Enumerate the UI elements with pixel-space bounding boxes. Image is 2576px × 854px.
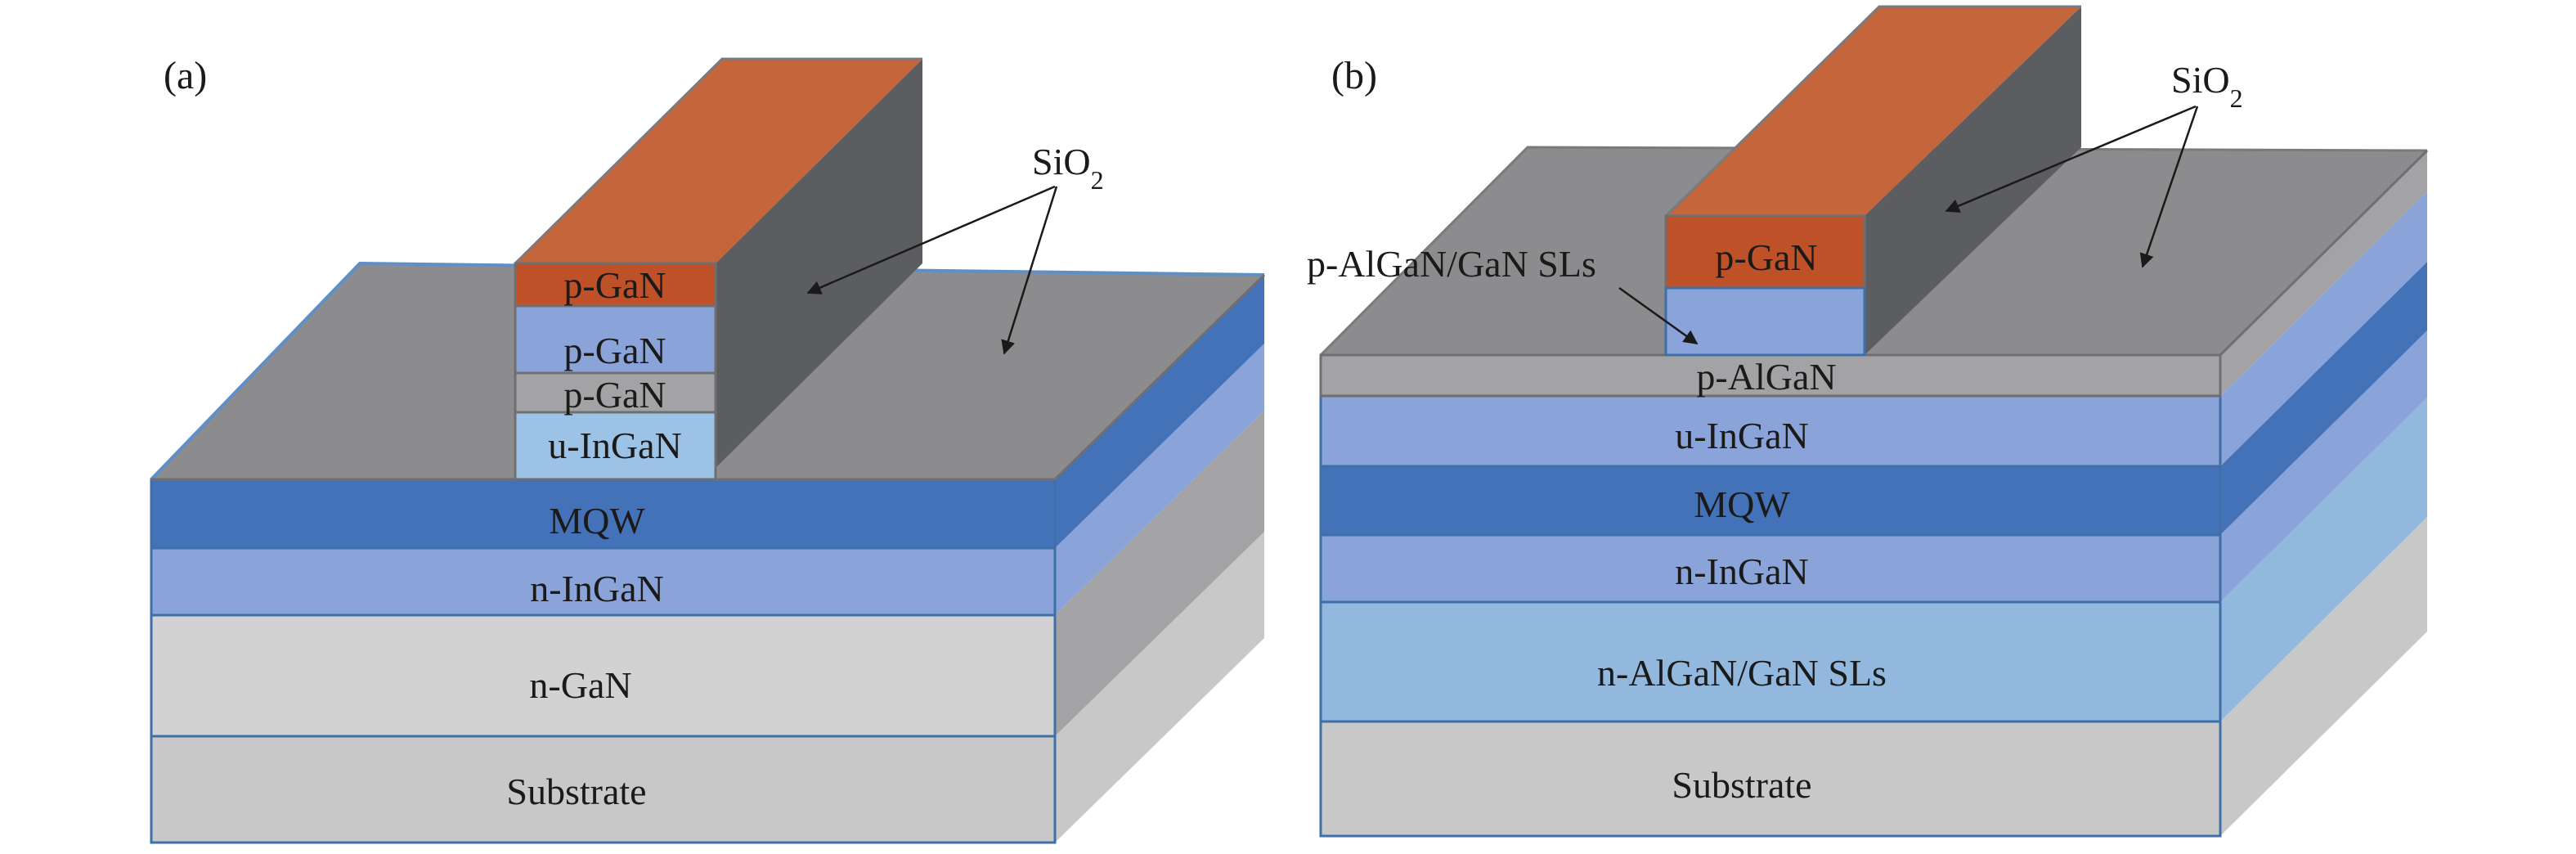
panel-b-label-mqw: MQW <box>1694 483 1790 525</box>
panel-b-label: (b) <box>1331 54 1377 97</box>
panel-a-layer-mqw <box>150 478 1057 550</box>
panel-a-ridge-top <box>515 59 922 263</box>
panel-a-layer-ngan <box>150 614 1057 738</box>
panel-a: (a) p-GaN p-GaN p-GaN u-InGaN MQW n-InGa… <box>150 54 1266 844</box>
panel-b-side-mqw <box>2220 262 2427 535</box>
panel-b-layer-palgan <box>1319 353 2222 398</box>
panel-b-sio2-arrow-right <box>2139 106 2199 268</box>
panel-a-ridge-layer-4 <box>514 411 717 481</box>
panel-b-label-substrate: Substrate <box>1672 764 1811 806</box>
panel-b-side-substrate <box>2220 517 2427 836</box>
panel-a-sio2-arrow-right <box>1001 186 1058 355</box>
panel-b-ridge-label-1: p-GaN <box>1715 236 1817 278</box>
panel-b-side-ningan <box>2220 330 2427 602</box>
panel-a-ridge-label-4: u-InGaN <box>548 425 682 466</box>
panel-a-label-substrate: Substrate <box>506 771 646 812</box>
panel-a-label-ningan: n-InGaN <box>530 568 664 609</box>
panel-b-layer-uingan <box>1319 394 2222 468</box>
panel-b-sio2-label: SiO2 <box>2171 59 2243 113</box>
panel-b-label-uingan: u-InGaN <box>1675 415 1809 456</box>
panel-a-side-substrate <box>1055 532 1264 843</box>
panel-b-side-uingan <box>2220 191 2427 466</box>
panel-b: (b) p-GaN p-AlGaN u-InGaN MQW n-InGaN n-… <box>1307 5 2429 838</box>
panel-b-ridge-side <box>1865 7 2081 355</box>
panel-b-layer-sls <box>1319 600 2222 723</box>
panel-a-side-ngan <box>1055 411 1264 736</box>
panel-b-ridge-layer-sls <box>1664 286 1866 357</box>
panel-a-label-mqw: MQW <box>549 500 645 542</box>
panel-b-side-sls <box>2220 398 2427 721</box>
panel-a-label: (a) <box>164 54 207 97</box>
panel-b-layer-mqw <box>1319 465 2222 537</box>
panel-b-layer-substrate <box>1319 720 2222 838</box>
panel-b-sio2-arrow-left <box>1945 105 2197 213</box>
panel-a-layer-substrate <box>150 735 1057 844</box>
panel-b-sls-callout: p-AlGaN/GaN SLs <box>1307 243 1596 285</box>
panel-b-label-palgan: p-AlGaN <box>1696 356 1836 398</box>
panel-a-ridge-label-1: p-GaN <box>563 264 666 306</box>
panel-a-side-mqw <box>1055 275 1264 548</box>
panel-b-sls-arrow <box>1618 286 1699 345</box>
panel-a-sio2-label: SiO2 <box>1032 141 1104 195</box>
panel-a-ridge-label-2: p-GaN <box>563 330 666 371</box>
panel-b-side-palgan <box>2220 151 2427 396</box>
panel-a-ridge-side <box>716 59 922 468</box>
panel-b-ridge-top <box>1666 7 2081 216</box>
panel-b-label-ningan: n-InGaN <box>1675 551 1809 592</box>
panel-a-side-ningan <box>1055 344 1264 615</box>
panel-a-sio2-arrow-left <box>806 185 1056 294</box>
panel-b-layer-ningan <box>1319 533 2222 604</box>
panel-a-ridge-layer-1 <box>514 262 717 308</box>
panel-b-label-sls: n-AlGaN/GaN SLs <box>1597 652 1887 694</box>
panel-a-ridge-label-3: p-GaN <box>563 374 666 416</box>
panel-a-label-ngan: n-GaN <box>529 664 631 706</box>
